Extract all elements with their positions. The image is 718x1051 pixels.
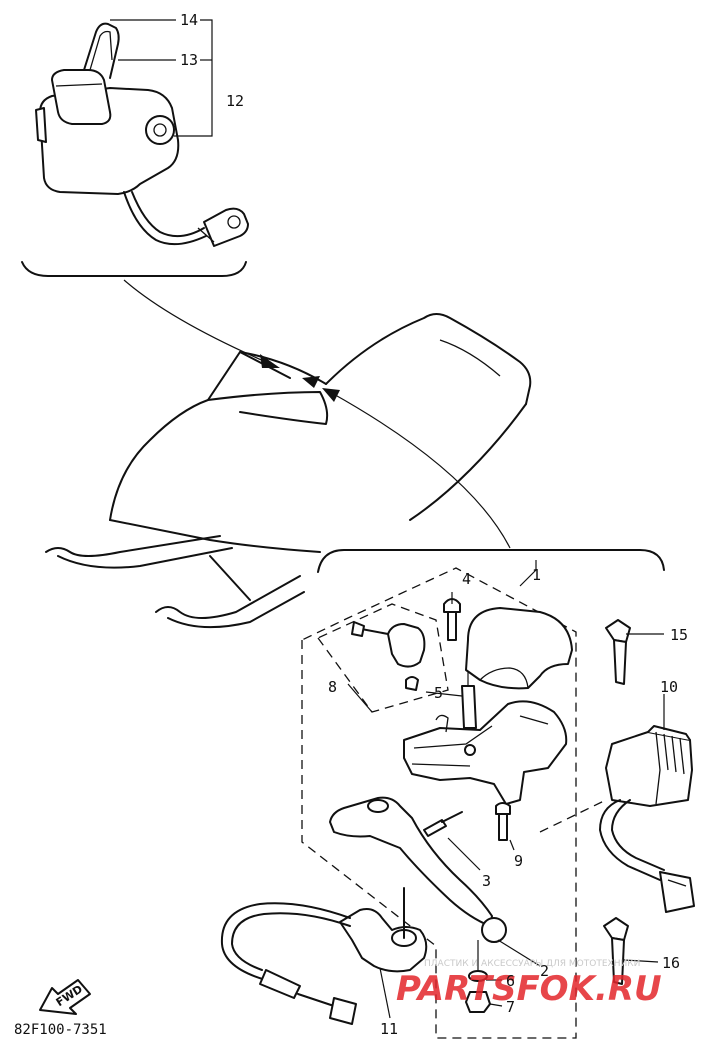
lever-cover-part — [465, 607, 573, 690]
callout-15: 15 — [670, 626, 688, 644]
part-8-group-boundary — [317, 603, 449, 713]
drawing-code: 82F100-7351 — [14, 1022, 107, 1038]
washer-part-6 — [468, 970, 488, 982]
callout-11: 11 — [380, 1020, 398, 1038]
callout-13: 13 — [180, 51, 198, 69]
top-detail-leaders — [110, 19, 213, 137]
lever-assembly-bracket — [317, 549, 665, 573]
callout-2: 2 — [540, 962, 549, 980]
snowmobile-body-outline — [45, 313, 532, 629]
callout-9: 9 — [514, 852, 523, 870]
assembly-location-arrows — [123, 279, 511, 549]
module-connection-dash — [539, 799, 607, 833]
callout-6: 6 — [506, 972, 515, 990]
bolt-part-4 — [443, 598, 461, 641]
watermark-caption: ПЛАСТИК И АКСЕССУАРЫ ДЛЯ МОТОТЕХНИКИ — [424, 959, 640, 969]
callout-3: 3 — [482, 872, 491, 890]
callout-14: 14 — [180, 11, 198, 29]
callout-5: 5 — [434, 684, 443, 702]
throttle-housing-detail — [35, 22, 249, 247]
callout-8: 8 — [328, 678, 337, 696]
callout-4: 4 — [462, 570, 471, 588]
watermark-logo: PARTSFOK.RU — [396, 969, 662, 1009]
callout-12: 12 — [226, 92, 244, 110]
pivot-screw — [423, 811, 463, 837]
nut-part-7 — [465, 940, 491, 1013]
callout-leaders — [379, 592, 665, 1019]
bolt-part-9 — [495, 802, 511, 841]
connector-module-part-10 — [599, 725, 695, 913]
throttle-switch-part-11 — [220, 887, 428, 1025]
lever-bracket-housing — [403, 700, 568, 805]
cable-tie-part-15 — [605, 619, 631, 685]
detail-callout-bracket — [21, 261, 247, 277]
throttle-lever-part-3 — [329, 796, 507, 943]
fwd-direction-arrow: FWD — [39, 979, 91, 1015]
callout-10: 10 — [660, 678, 678, 696]
watermark: ПЛАСТИК И АКСЕССУАРЫ ДЛЯ МОТОТЕХНИКИ PAR… — [396, 959, 662, 1009]
callout-7: 7 — [506, 998, 515, 1016]
part-1-group-boundary — [301, 560, 577, 1039]
cable-tie-part-16 — [603, 917, 629, 985]
callout-16: 16 — [662, 954, 680, 972]
kill-switch-part — [351, 621, 426, 691]
callout-1: 1 — [532, 566, 541, 584]
callout-numbers: 14 13 12 1 4 15 10 8 5 3 9 2 6 7 11 16 — [180, 11, 688, 1038]
